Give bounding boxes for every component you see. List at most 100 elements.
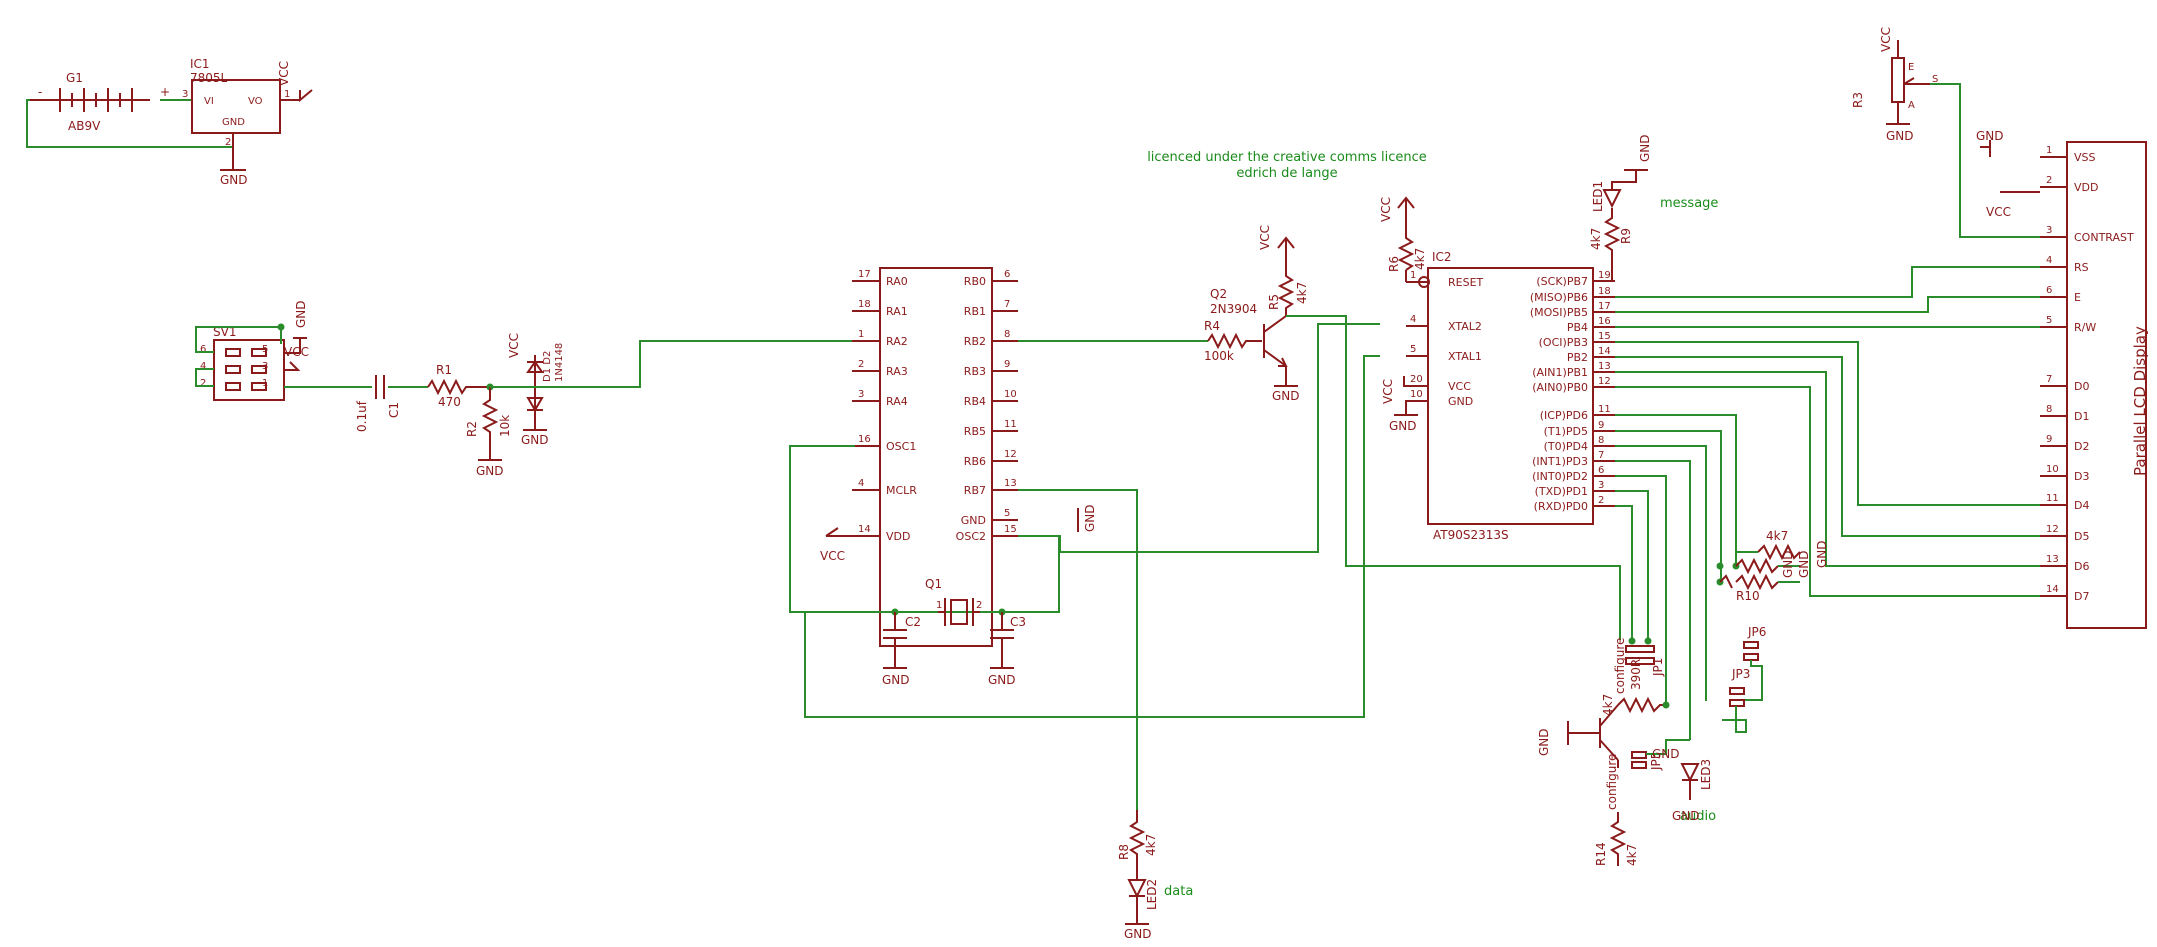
r5-value: 4k7 xyxy=(1295,282,1309,304)
r7-value: 4k7 xyxy=(1766,529,1788,543)
capacitor-c1: C1 0.1uf xyxy=(355,375,401,432)
lcd-pin-contrast: CONTRAST xyxy=(2074,231,2134,244)
diode-names: D1 D2 xyxy=(542,351,553,382)
wire-pb0-d7 xyxy=(1615,386,2040,597)
battery-value: AB9V xyxy=(68,119,101,133)
ic2-vcc-label: VCC xyxy=(1381,379,1395,404)
resistor-bank: 4k7 R10 GND GND GND xyxy=(1716,529,1829,603)
sv1-pin-3: 3 xyxy=(262,361,268,372)
lcd-pin-num-6: 6 xyxy=(2046,285,2052,296)
avr-pin-num-6: 6 xyxy=(1598,465,1604,476)
led1-gnd-label: GND xyxy=(1638,134,1652,162)
bank-gnd-3: GND xyxy=(1815,540,1829,568)
lcd-pin-rw: R/W xyxy=(2074,321,2096,334)
reg-gnd-pin: GND xyxy=(222,117,245,128)
capacitor-c2: C2 GND xyxy=(882,612,921,687)
r6-name: R6 xyxy=(1387,256,1401,272)
resistor-r14: configure R14 4k7 xyxy=(1594,754,1639,866)
battery-name: G1 xyxy=(66,71,83,85)
jp5-gnd-label: GND xyxy=(1652,747,1680,761)
sv1-gnd-label: GND xyxy=(294,300,308,328)
battery-minus: - xyxy=(38,85,42,99)
led1-indicator: GND LED1 4k7 R9 message xyxy=(1589,134,1718,281)
avr-pin-gnd: GND xyxy=(1448,395,1473,408)
avr-pin-13: (TXD)PD1 xyxy=(1535,485,1588,498)
lcd-pin-num-1: 1 xyxy=(2046,145,2052,156)
reg-vo: VO xyxy=(248,96,263,107)
lcd-pin-num-5: 5 xyxy=(2046,315,2052,326)
config-gnd-label: GND xyxy=(1537,728,1551,756)
resistor-r4: R4 100k xyxy=(1204,319,1262,363)
wire-q2-collector xyxy=(1286,315,1621,640)
crystal-q1: Q1 1 2 xyxy=(925,577,982,626)
jp6-name: JP6 xyxy=(1747,625,1766,639)
r3-pin-s: S xyxy=(1932,74,1938,85)
reg-pin-gnd: 2 xyxy=(225,137,231,148)
r14-value: 4k7 xyxy=(1625,844,1639,866)
reg-pin-in: 3 xyxy=(182,89,188,100)
lcd-pin-num-11: 11 xyxy=(2046,493,2059,504)
configure-label: configure xyxy=(1605,754,1619,810)
wire-pb5-e xyxy=(1615,296,2040,313)
ic2-vcc-label-top: VCC xyxy=(1379,197,1393,222)
lcd-pin-d7: D7 xyxy=(2074,590,2089,603)
configure-label-top: configure xyxy=(1613,638,1627,694)
avr-pin-8: (ICP)PD6 xyxy=(1540,409,1588,422)
battery-g1: - + G1 AB9V xyxy=(30,71,170,133)
avr-pin-num-9: 9 xyxy=(1598,420,1604,431)
avr-pin-14: (RXD)PD0 xyxy=(1534,500,1588,513)
led1-note: message xyxy=(1660,196,1718,211)
wire-pd1 xyxy=(1615,490,1649,641)
lcd-pin-d2: D2 xyxy=(2074,440,2089,453)
pic-pin-rb4: RB4 xyxy=(964,395,986,408)
pic-pin-num-17: 17 xyxy=(858,269,871,280)
r1-value: 470 xyxy=(438,395,461,409)
sv1-pin-5: 5 xyxy=(262,344,268,355)
potentiometer-r3: VCC GND R3 S E A xyxy=(1851,27,1938,143)
pic-pin-ra0: RA0 xyxy=(886,275,908,288)
pic-pin-num-1: 1 xyxy=(858,329,864,340)
regulator-ic1: IC1 7805L VI VO GND 3 1 2 GND VCC xyxy=(182,57,313,187)
avr-pin-vcc: VCC xyxy=(1448,380,1471,393)
wire-pd3 xyxy=(1615,460,1691,740)
led3-name: LED3 xyxy=(1699,759,1713,790)
avr-pin-num-15: 15 xyxy=(1598,331,1611,342)
avr-pin-num-2: 2 xyxy=(1598,495,1604,506)
lcd-pin-d5: D5 xyxy=(2074,530,2089,543)
pic-pin-num-10: 10 xyxy=(1004,389,1017,400)
r3-vcc-label: VCC xyxy=(1879,27,1893,52)
avr-pin-1: (MISO)PB6 xyxy=(1530,291,1588,304)
wire-sv1-side xyxy=(195,368,214,387)
r2-value: 10k xyxy=(498,415,512,437)
avr-pin-num-18: 18 xyxy=(1598,286,1611,297)
pic-pin-num-9: 9 xyxy=(1004,359,1010,370)
led3-indicator: LED3 audio GND xyxy=(1672,759,1716,824)
lcd-pin-vss: VSS xyxy=(2074,151,2096,164)
led2-name: LED2 xyxy=(1145,879,1159,910)
wire-pb2-d5 xyxy=(1615,356,2040,537)
c2-gnd-label: GND xyxy=(882,673,910,687)
reg-value: 7805L xyxy=(190,71,228,85)
q2-gnd-label: GND xyxy=(1272,389,1300,403)
r8-name: R8 xyxy=(1117,844,1131,860)
pic-pin-num-13: 13 xyxy=(1004,478,1017,489)
pic-pin-num-11: 11 xyxy=(1004,419,1017,430)
avr-pin-12: (INT0)PD2 xyxy=(1532,470,1588,483)
jp3-name: JP3 xyxy=(1731,667,1750,681)
sv1-pin-6: 6 xyxy=(200,344,206,355)
reg-name: IC1 xyxy=(190,57,210,71)
resistor-r5: VCC R5 4k7 xyxy=(1258,225,1309,316)
resistor-r1: R1 470 xyxy=(427,363,490,409)
jumper-jp5: JP5 GND xyxy=(1631,739,1690,771)
pic-pin-rb2: RB2 xyxy=(964,335,986,348)
avr-pin-11: (INT1)PD3 xyxy=(1532,455,1588,468)
pic-pin-osc2: OSC2 xyxy=(956,530,986,543)
avr-pin-0: (SCK)PB7 xyxy=(1536,275,1588,288)
avr-pin-3: PB4 xyxy=(1567,321,1588,334)
c1-value: 0.1uf xyxy=(355,400,369,432)
bank-gnd-1: GND xyxy=(1781,550,1795,578)
diode-values: 1N4148 xyxy=(554,343,565,382)
wire-pd0 xyxy=(1615,505,1633,641)
lcd-pin-num-10: 10 xyxy=(2046,464,2059,475)
